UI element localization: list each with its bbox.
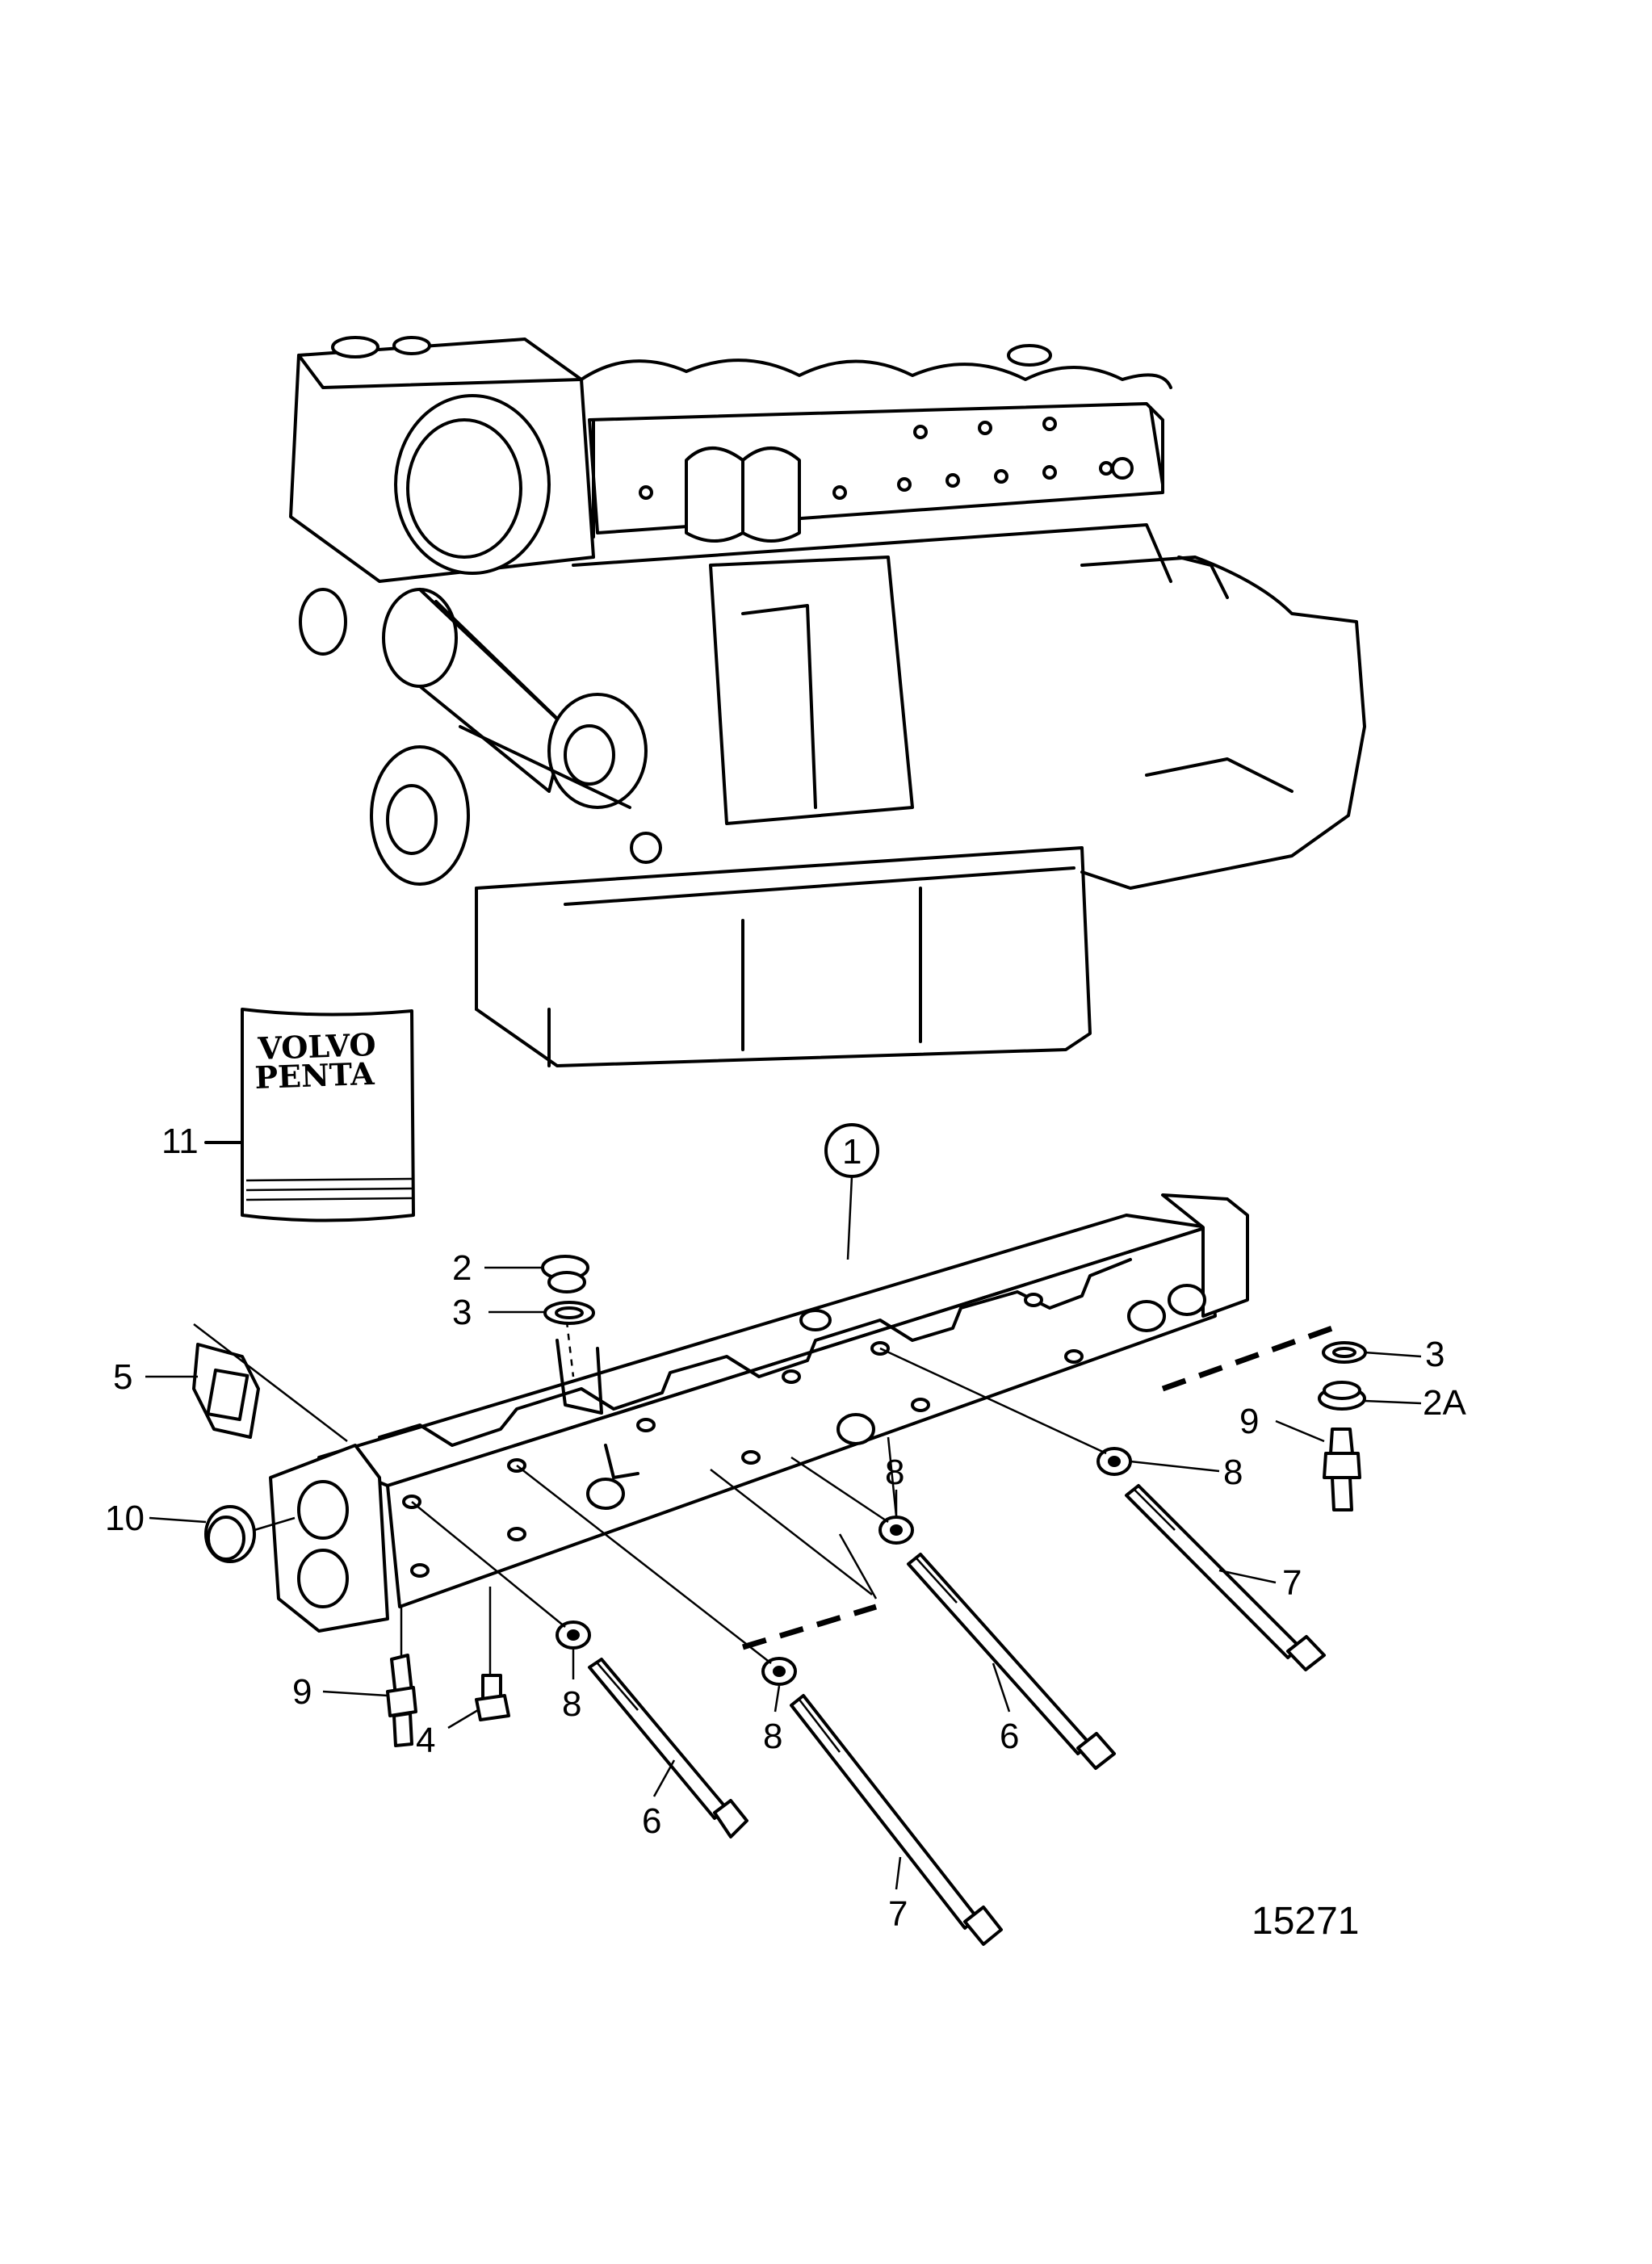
callout-7-left: 7: [888, 1894, 908, 1934]
callout-11: 11: [161, 1122, 199, 1161]
callout-leaders: [145, 1123, 1422, 1890]
callout-7-right: 7: [1282, 1563, 1302, 1603]
parts: [192, 1255, 1367, 1946]
callout-2a: 2A: [1423, 1383, 1466, 1423]
engine-illustration: [289, 336, 1366, 1067]
callout-9-left: 9: [292, 1672, 312, 1712]
callout-8-b: 8: [763, 1717, 782, 1756]
bolt-6-right: [907, 1553, 1116, 1770]
bolt-7-right: [1125, 1484, 1326, 1671]
book-logo-line2: PENTA: [254, 1055, 375, 1096]
callout-8-d: 8: [1223, 1453, 1243, 1492]
callout-8-a: 8: [562, 1684, 581, 1724]
callout-labels: 1 2 3 5 10 9 4 8 8 8 8 6 6 7 7 3 2A 9 11: [105, 1122, 1466, 1934]
instruction-book: VOLVO PENTA: [204, 1008, 415, 1222]
callout-5: 5: [113, 1357, 132, 1397]
book-logo-line1: VOLVO: [257, 1026, 377, 1067]
callout-6-left: 6: [642, 1801, 661, 1841]
callout-8-c: 8: [885, 1453, 904, 1492]
bolt-6-left: [588, 1658, 748, 1838]
exhaust-manifold: [269, 1193, 1249, 1633]
callout-10: 10: [105, 1499, 145, 1538]
bolt-7-left: [790, 1694, 1003, 1946]
callout-3-right: 3: [1425, 1335, 1444, 1374]
callout-1: 1: [842, 1132, 862, 1172]
callout-2: 2: [452, 1248, 472, 1288]
callout-4: 4: [416, 1721, 435, 1760]
callout-3-left: 3: [452, 1293, 472, 1332]
figure-number: 15271: [1252, 1900, 1359, 1943]
callout-6-right: 6: [1000, 1717, 1019, 1756]
callout-9-right: 9: [1239, 1402, 1259, 1441]
